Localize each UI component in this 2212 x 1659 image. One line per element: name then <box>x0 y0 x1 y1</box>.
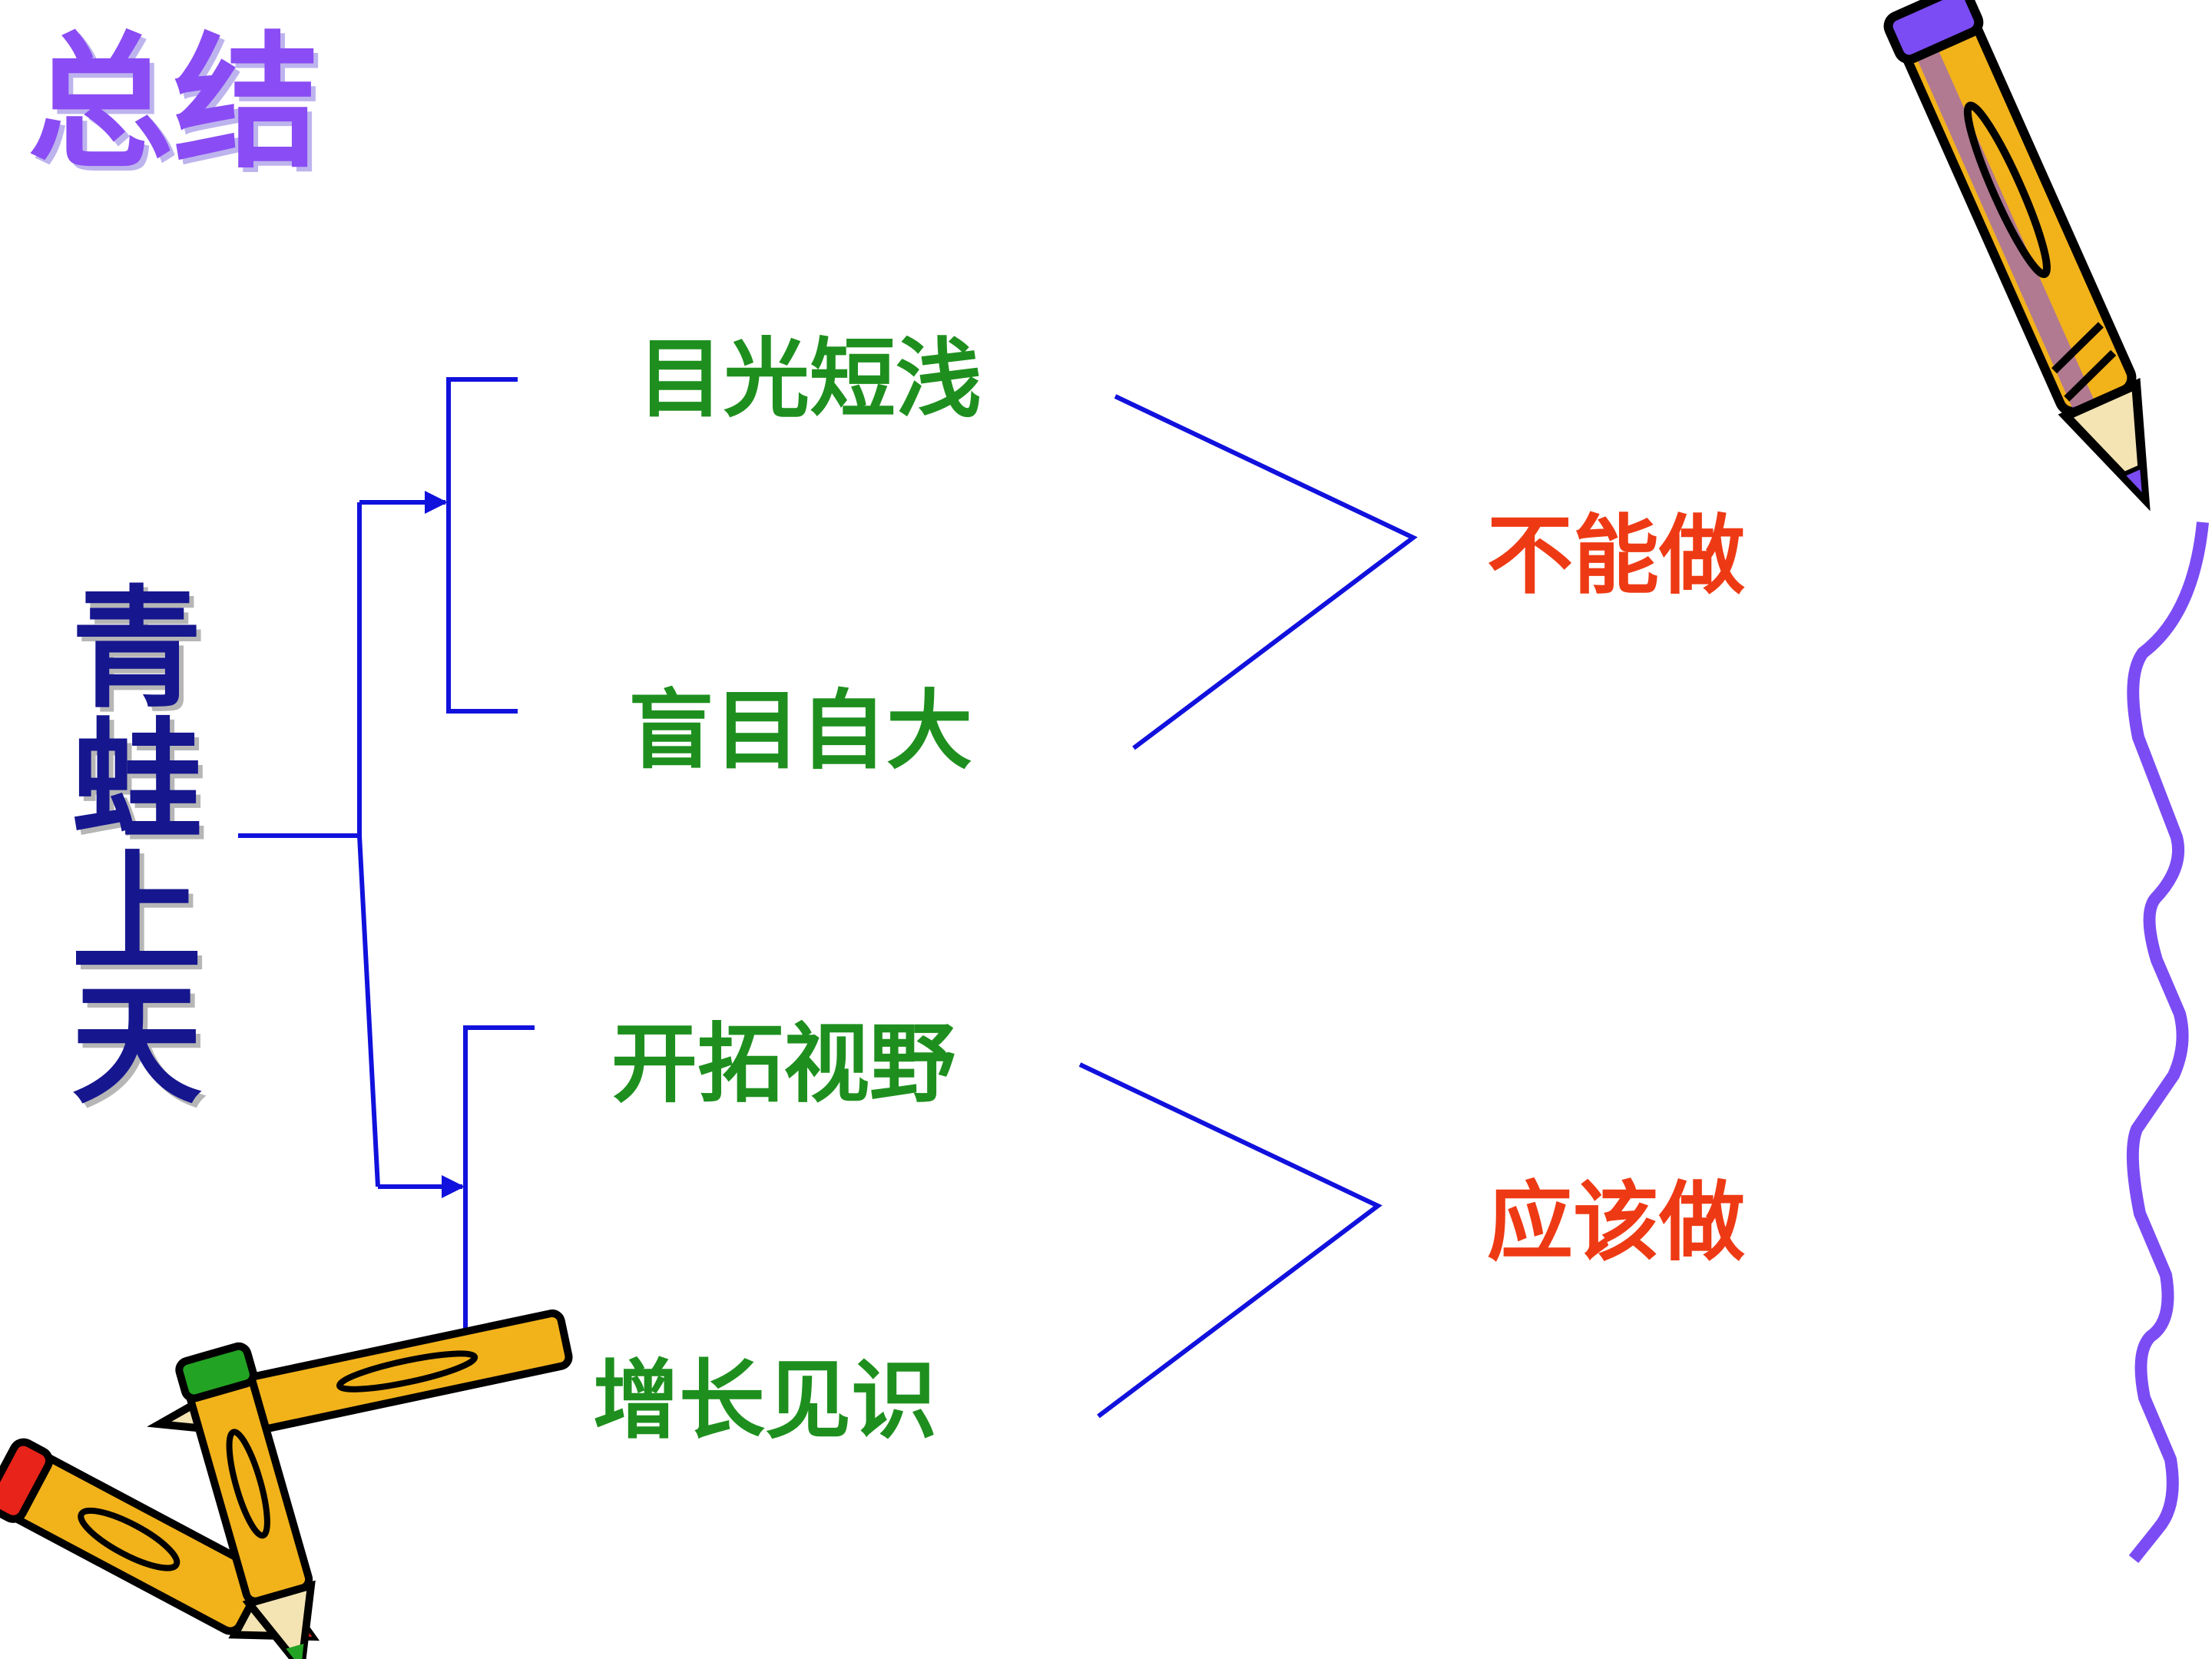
subject-label: 青蛙上天 <box>71 574 202 1122</box>
item-gain-knowledge: 增长见识 <box>593 1351 937 1451</box>
converge-top <box>1114 394 1418 750</box>
bracket-top <box>446 377 518 714</box>
converge-bottom <box>1078 1062 1382 1419</box>
main-bracket <box>357 502 380 1187</box>
item-arrogance: 盲目自大 <box>628 681 972 781</box>
result-should-do: 应该做 <box>1487 1173 1745 1273</box>
item-narrow-vision: 目光短浅 <box>637 329 982 429</box>
page-title: 总结 <box>28 18 320 188</box>
result-cannot-do: 不能做 <box>1487 506 1745 606</box>
item-broaden-vision: 开拓视野 <box>611 1015 955 1114</box>
